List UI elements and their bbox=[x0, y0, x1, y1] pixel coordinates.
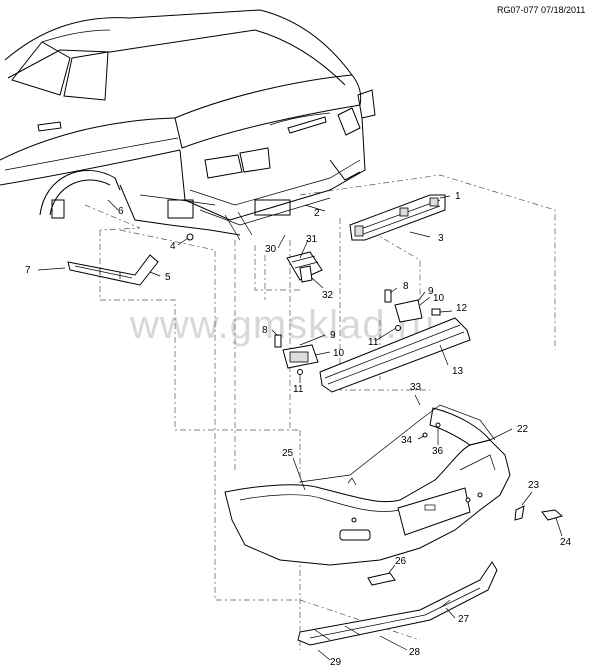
callout-13[interactable]: 13 bbox=[452, 366, 464, 377]
diagram-reference: RG07-077 07/18/2011 bbox=[497, 5, 585, 15]
callout-28[interactable]: 28 bbox=[409, 647, 421, 658]
callout-10-right[interactable]: 10 bbox=[433, 293, 445, 304]
rear-bumper-fascia[interactable] bbox=[224, 404, 511, 566]
clip-part-4[interactable] bbox=[186, 233, 194, 241]
callout-30[interactable]: 30 bbox=[265, 244, 277, 255]
left-side-bracket[interactable] bbox=[67, 254, 159, 286]
callout-9-left[interactable]: 9 bbox=[330, 330, 336, 341]
callout-33[interactable]: 33 bbox=[410, 382, 422, 393]
callout-36[interactable]: 36 bbox=[432, 446, 444, 457]
callout-24[interactable]: 24 bbox=[560, 537, 572, 548]
callout-5[interactable]: 5 bbox=[165, 272, 171, 283]
callout-8-left[interactable]: 8 bbox=[262, 325, 268, 336]
callout-27[interactable]: 27 bbox=[458, 614, 470, 625]
callout-32[interactable]: 32 bbox=[322, 290, 334, 301]
callout-31[interactable]: 31 bbox=[306, 234, 318, 245]
callout-2[interactable]: 2 bbox=[314, 208, 320, 219]
callout-1[interactable]: 1 bbox=[455, 191, 461, 202]
callout-4[interactable]: 4 bbox=[170, 241, 176, 252]
fastener-set[interactable] bbox=[422, 422, 441, 438]
left-mounting-bracket-set[interactable] bbox=[274, 334, 319, 375]
vehicle-body-illustration bbox=[0, 9, 376, 241]
callout-34[interactable]: 34 bbox=[401, 435, 413, 446]
upper-bumper-bracket[interactable] bbox=[349, 194, 446, 241]
callout-labels: 1 2 3 4 5 6 7 8 9 10 11 12 13 8 9 10 11 … bbox=[25, 191, 572, 668]
callout-22[interactable]: 22 bbox=[517, 424, 529, 435]
callout-11-left[interactable]: 11 bbox=[293, 384, 304, 395]
callout-12[interactable]: 12 bbox=[456, 303, 468, 314]
lower-bumper-fascia[interactable] bbox=[297, 561, 498, 646]
watermark: www.gmsklad.ru bbox=[129, 303, 435, 347]
callout-29[interactable]: 29 bbox=[330, 657, 342, 668]
leader-lines bbox=[37, 195, 563, 661]
callout-7[interactable]: 7 bbox=[25, 265, 31, 276]
energy-absorber-bracket[interactable] bbox=[286, 251, 323, 283]
park-sensor-parts[interactable] bbox=[514, 505, 564, 521]
callout-23[interactable]: 23 bbox=[528, 480, 540, 491]
callout-25[interactable]: 25 bbox=[282, 448, 294, 459]
right-mounting-bracket-set[interactable] bbox=[384, 289, 441, 331]
callout-10-left[interactable]: 10 bbox=[333, 348, 345, 359]
bumper-impact-bar[interactable] bbox=[319, 317, 471, 393]
callout-6[interactable]: 6 bbox=[118, 206, 124, 217]
callout-26[interactable]: 26 bbox=[395, 556, 407, 567]
callout-8-right[interactable]: 8 bbox=[403, 281, 409, 292]
bumper-reflector[interactable] bbox=[367, 572, 396, 586]
callout-3[interactable]: 3 bbox=[438, 233, 444, 244]
callout-9-right[interactable]: 9 bbox=[428, 286, 434, 297]
callout-11-right[interactable]: 11 bbox=[368, 337, 379, 348]
